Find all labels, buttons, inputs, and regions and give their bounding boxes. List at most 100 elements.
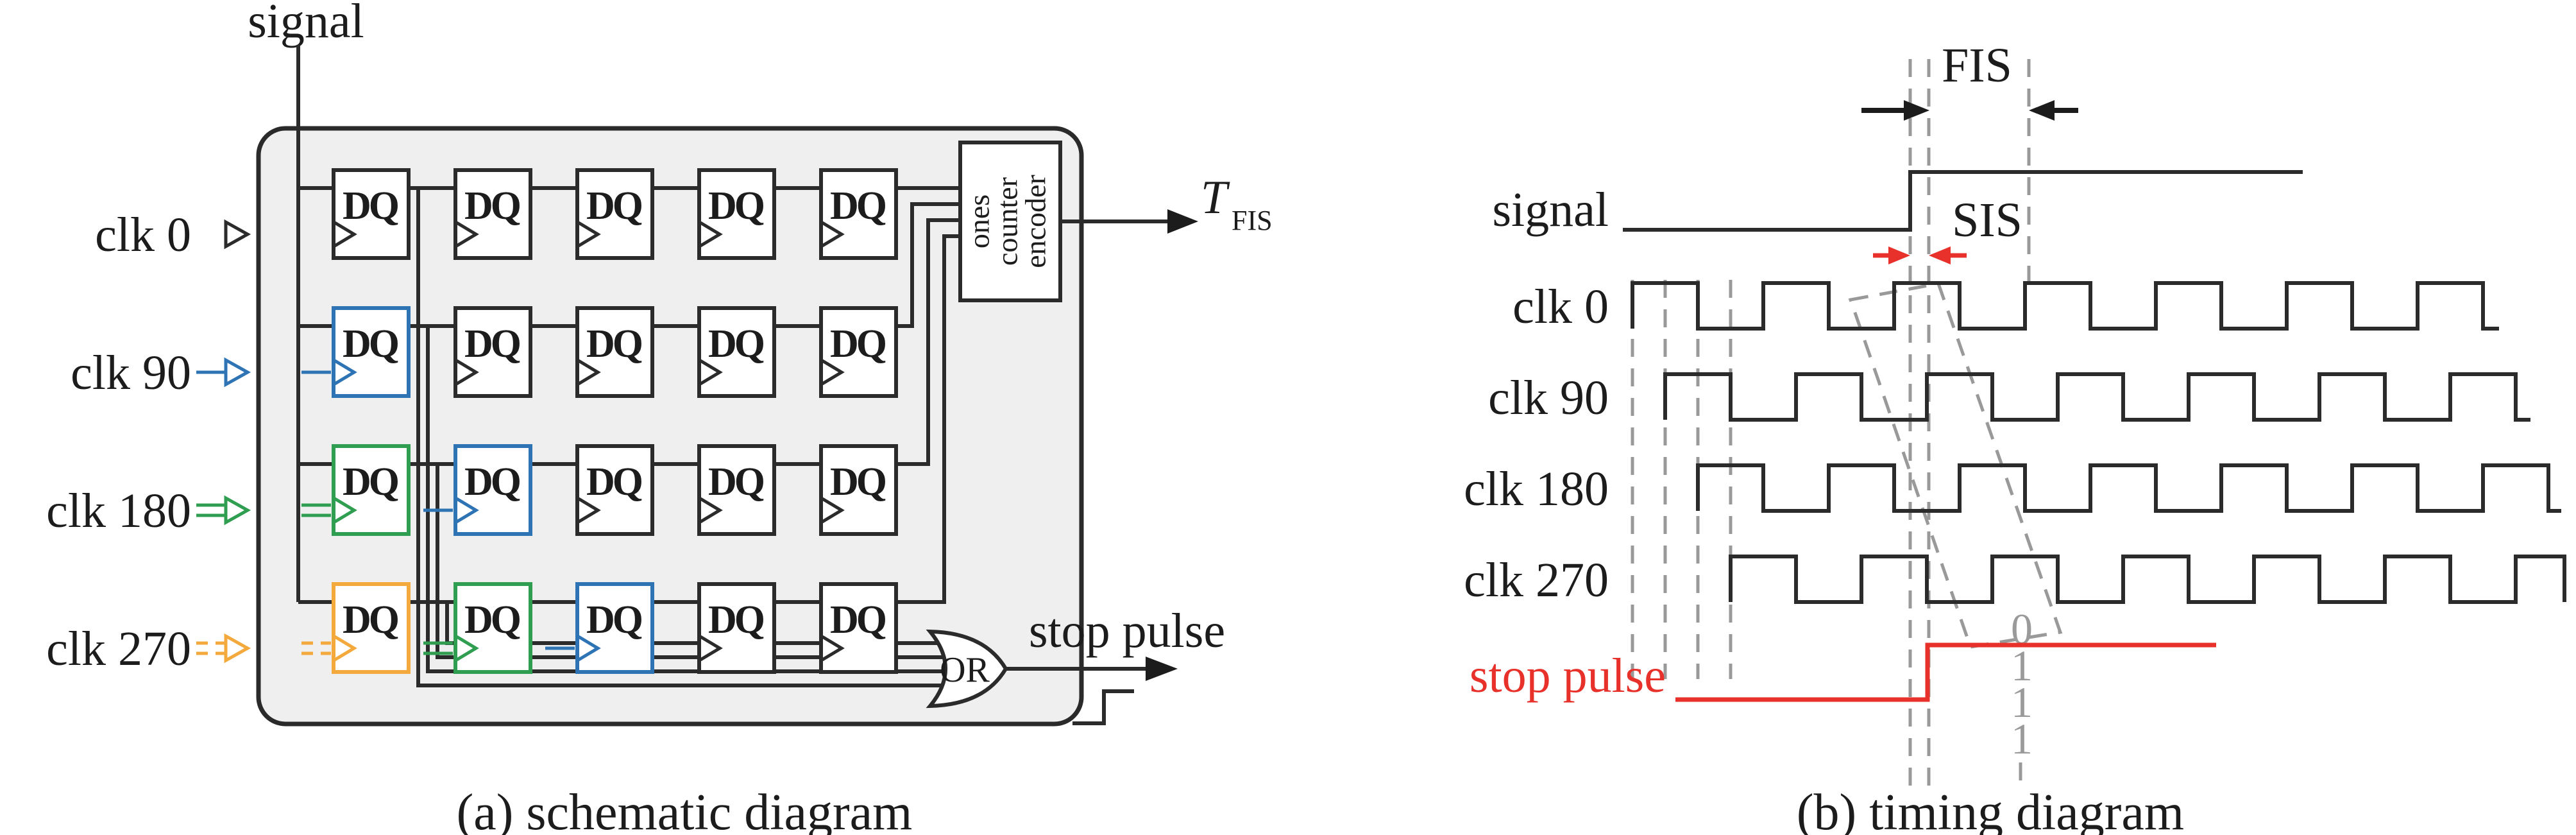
ff-q-label: Q [613,460,643,504]
row1-to-or-bus [416,188,962,687]
ff-box [332,168,411,260]
tfis-label-sub: FIS [1232,205,1273,236]
ff-d-label: D [830,322,859,366]
clock-edge-icon [699,635,723,662]
ff-r2c2: D Q [453,306,532,398]
ff-box [575,306,654,398]
flipflop-grid: D Q D Q D Q D Q [301,168,898,674]
timing-clk270-label: clk 270 [1464,553,1609,607]
ff-q-label: Q [856,184,887,228]
encoder-box [958,141,1062,302]
ff-q-label: Q [613,184,643,228]
clock-edge-icon [455,359,479,386]
clock-edge-icon [821,359,845,386]
clock-input-clk0: clk 0 [95,208,251,262]
rising-step-icon [1072,689,1134,725]
clk270-waveform [1729,555,2566,604]
ff-r3c5: D Q [819,444,898,536]
caption-b: (b) timing diagram [1797,784,2184,835]
ff-q-label: Q [613,598,643,642]
ff-d-label: D [464,460,493,504]
ff-r1c3: D Q [575,168,654,260]
tfis-arrowhead-icon [1167,209,1198,234]
ff-d-label: D [343,598,371,642]
fis-dim-right-arrow-icon [2029,100,2055,121]
ff-r3c1: D Q [301,444,411,536]
ff-box [819,168,898,260]
row2-to-encoder [896,202,969,328]
ff-r1c2: D Q [453,168,532,260]
fis-annotation: FIS [1861,39,2078,121]
clk180-waveform [1696,463,2561,513]
clk270-label: clk 270 [46,622,191,676]
stop-pulse-label: stop pulse [1029,604,1225,658]
ff-d-label: D [464,322,493,366]
ff-box-blue [332,306,411,398]
ff-r4c1: D Q [301,582,411,674]
ff-d-label: D [708,598,737,642]
timing-clk90-label: clk 90 [1488,371,1609,425]
ff-box [697,582,776,674]
clk0-waveform [1631,281,2499,331]
ff-d-label: D [464,184,493,228]
ff-q-label: Q [369,460,400,504]
ff-r1c1: D Q [332,168,411,260]
ff-q-label: Q [734,598,765,642]
ff-q-label: Q [734,322,765,366]
or-gate: OR [926,629,1008,709]
ff-box [575,444,654,536]
clock-edge-icon [455,635,479,662]
sampler-block-outline [256,126,1084,727]
clock-edge-icon [334,635,357,662]
clock-edge-icon [577,221,601,248]
ff-box-blue [575,582,654,674]
sampled-bit-clk270: 1 [2011,714,2033,763]
encoder-line-2: counter [991,177,1024,266]
clock-edge-icon [821,635,845,662]
ff-d-label: D [586,460,615,504]
row3-to-or-bus [436,464,962,659]
ff-r4c4: D Q [697,582,776,674]
timing-panel: FIS signal SIS clk 0 clk 90 clk 180 clk … [1464,39,2566,835]
ff-box [819,444,898,536]
ff-d-label: D [830,184,859,228]
encoder-line-1: ones [963,194,996,248]
ff-r4c5: D Q [819,582,898,674]
ff-box-green [332,444,411,536]
signal-label: signal [248,0,364,48]
clock-edge-icon [334,221,357,248]
row2-to-or-bus [426,326,962,673]
ff-r4c3: D Q [545,582,654,674]
ff-box [453,168,532,260]
sis-annotation: SIS [1873,193,2022,264]
tfis-label-main: T [1201,171,1230,224]
clock-input-clk180: clk 180 [46,484,251,538]
timing-clk180-label: clk 180 [1464,462,1609,516]
ff-q-label: Q [491,184,521,228]
clock-input-clk90: clk 90 [71,346,251,400]
ff-q-label: Q [491,322,521,366]
ff-d-label: D [708,184,737,228]
clock-edge-icon [455,221,479,248]
clock-edge-icon [577,497,601,524]
fis-dim-left-arrow-icon [1904,100,1929,121]
ff-box-blue [453,444,532,536]
stop-pulse-output: stop pulse [1006,604,1225,725]
or-gate-label: OR [940,650,990,690]
ff-d-label: D [830,460,859,504]
ff-d-label: D [464,598,493,642]
ff-box-green [453,582,532,674]
encoder-line-3: encoder [1019,175,1052,268]
clock-edge-icon [334,359,357,386]
row4-to-encoder [896,234,969,604]
sampling-projection-outline [1848,282,2063,649]
clk180-arrow-icon [224,495,251,526]
ff-r1c5: D Q [819,168,898,260]
clk180-label: clk 180 [46,484,191,538]
ff-q-label: Q [369,322,400,366]
ff-box [819,306,898,398]
ff-q-label: Q [856,598,887,642]
ff-d-label: D [343,184,371,228]
ff-box [575,168,654,260]
